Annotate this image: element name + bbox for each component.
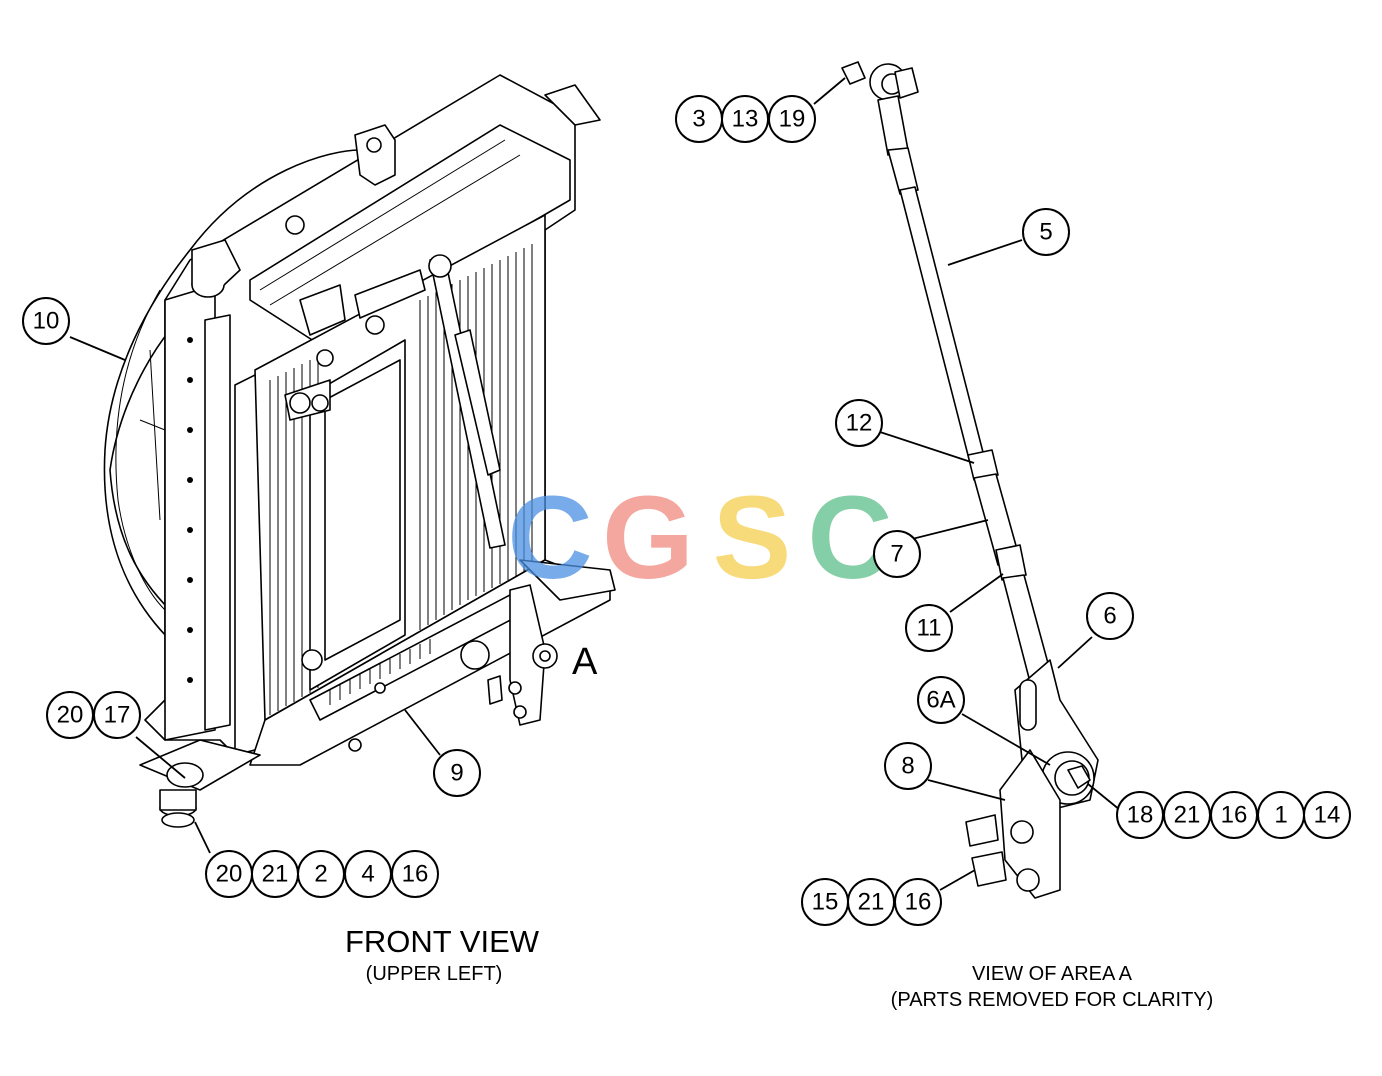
callout-11: 11 [905,604,953,652]
callout-label: 8 [901,753,914,780]
callout-label: 13 [732,106,759,133]
callout-group-area-bottom: 15 21 16 [801,878,942,926]
callout-label: 4 [361,861,374,888]
area-view-subtitle: (PARTS REMOVED FOR CLARITY) [891,989,1214,1011]
area-view-title: VIEW OF AREA A [972,963,1133,985]
callout-label: 21 [1174,802,1201,829]
callout-7: 7 [873,530,921,578]
callout-label: 20 [216,861,243,888]
callout-6A: 6A [917,676,965,724]
callout-label: 16 [1221,802,1248,829]
callout-label: 21 [858,889,885,916]
watermark-letter-1: C [507,472,592,604]
watermark-letter-2: G [602,472,694,604]
bottom-rail-teeth [329,639,431,705]
callout-8: 8 [884,742,932,790]
callout-10: 10 [22,297,70,345]
front-view-subtitle: (UPPER LEFT) [366,963,503,985]
watermark-letter-3: S [713,472,792,604]
radiator-assembly-drawing [103,74,616,828]
callout-6: 6 [1086,592,1134,640]
area-a-linkage-drawing [841,61,1099,899]
callout-label: 16 [905,889,932,916]
callout-label: 20 [57,702,84,729]
callout-group-area-top: 3 13 19 [675,95,816,143]
callout-label: 12 [846,410,873,437]
callout-label: 11 [917,615,942,642]
area-a-marker: A [572,641,598,683]
callout-label: 2 [314,861,327,888]
watermark-logo: C G S C [507,472,892,604]
callout-label: 15 [812,889,839,916]
callout-label: 3 [692,106,705,133]
callout-label: 17 [104,702,131,729]
callout-label: 21 [262,861,289,888]
callout-label: 19 [779,106,806,133]
leader-lines [69,77,1121,891]
callout-label: 18 [1127,802,1154,829]
callout-label: 7 [890,541,903,568]
callout-label: 14 [1314,802,1341,829]
callout-label: 6A [926,687,955,714]
callout-group-front-bottom: 20 21 2 4 16 [205,850,439,898]
watermark-letter-4: C [807,472,892,604]
callout-label: 6 [1103,603,1116,630]
callout-label: 5 [1039,219,1052,246]
callout-5: 5 [1022,208,1070,256]
callout-group-20-17: 20 17 [46,691,141,739]
callout-label: 10 [33,308,60,335]
callout-group-area-right: 18 21 16 1 14 [1116,791,1351,839]
callout-label: 16 [402,861,429,888]
front-view-title: FRONT VIEW [345,924,540,959]
callout-9: 9 [433,749,481,797]
left-bar-bolts [187,337,193,683]
callout-label: 1 [1274,802,1287,829]
callout-label: 9 [450,760,463,787]
callout-12: 12 [835,399,883,447]
